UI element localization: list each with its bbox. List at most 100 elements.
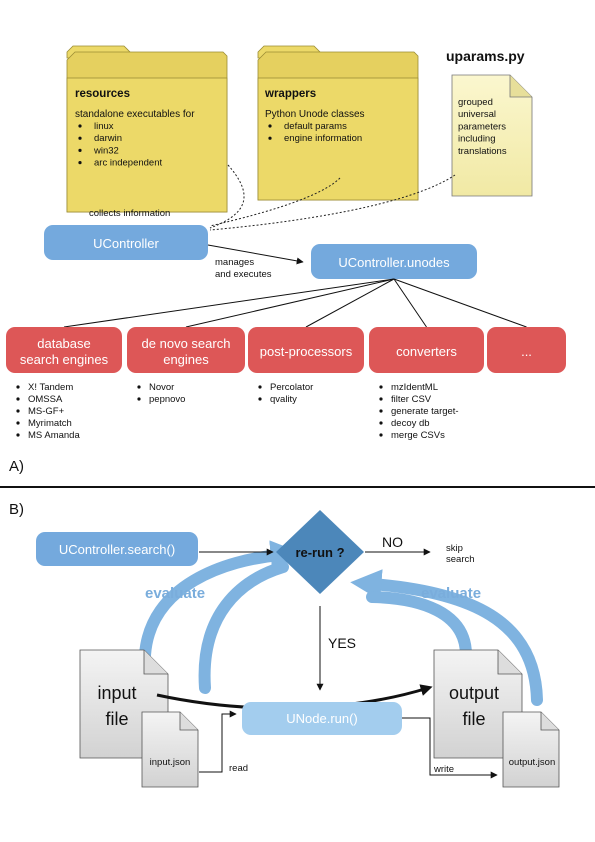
- category-title: de novo search: [142, 336, 231, 351]
- fan-line: [63, 278, 395, 328]
- wrappers-bullet-bullet: [268, 124, 272, 128]
- category-item: OMSSA: [28, 394, 63, 405]
- input-json-icon: [141, 711, 199, 788]
- uparams-title: uparams.py: [446, 48, 525, 64]
- output-file-document: output file: [433, 649, 523, 759]
- category-item: decoy db: [391, 418, 430, 429]
- input-json-label: input.json: [150, 757, 191, 768]
- resources-connector: [209, 164, 245, 229]
- category-item: Myrimatch: [28, 418, 72, 429]
- uparams-line: universal: [458, 109, 496, 120]
- resources-title: resources: [75, 88, 130, 100]
- wrappers-bullet-item: default params: [284, 121, 347, 132]
- category-box: [487, 327, 566, 373]
- category-box: [6, 327, 122, 373]
- category-item: merge CSVs: [391, 430, 445, 441]
- uparams-connector: [209, 174, 456, 231]
- category-box: [369, 327, 484, 373]
- evaluate-left-label: evaluate: [145, 585, 205, 602]
- resources-subtitle: standalone executables for: [75, 109, 195, 120]
- category-title: ...: [521, 344, 532, 359]
- search-label: UController.search(): [59, 542, 175, 557]
- output-file-label-line-2: file: [462, 709, 485, 729]
- wrappers-bullet-bullet: [268, 136, 272, 140]
- output-json-icon: [502, 711, 560, 788]
- ucontroller-label: UController: [93, 236, 159, 251]
- uparams-line: translations: [458, 146, 507, 157]
- input-file-label-line-2: file: [105, 709, 128, 729]
- resources-folder: resources standalone executables for lin…: [66, 45, 228, 213]
- category-title: post-processors: [260, 344, 353, 359]
- category-item-bullet: [16, 433, 20, 437]
- category-item-bullet: [16, 385, 20, 389]
- wrappers-bullet-item: engine information: [284, 133, 362, 144]
- fan-line: [393, 278, 427, 328]
- category-box: [127, 327, 245, 373]
- resources-bullet-bullet: [78, 124, 82, 128]
- category-item-bullet: [16, 409, 20, 413]
- resources-bullet-bullet: [78, 148, 82, 152]
- category-item-bullet: [16, 421, 20, 425]
- category-title: database: [37, 336, 91, 351]
- category-item: Novor: [149, 382, 174, 393]
- manages-label-line-2: and executes: [215, 269, 272, 280]
- ucontroller-box: [44, 225, 208, 260]
- no-label: NO: [382, 534, 403, 550]
- read-label: read: [229, 763, 248, 774]
- yes-label: YES: [328, 635, 356, 651]
- evaluate-right-label: evaluate: [421, 585, 481, 602]
- resources-bullet-item: win32: [93, 145, 119, 156]
- category-title: search engines: [20, 352, 109, 367]
- rerun-decision-diamond: [276, 510, 364, 594]
- category-item: generate target-: [391, 406, 459, 417]
- category-4: ...: [487, 327, 566, 373]
- category-item-bullet: [258, 385, 262, 389]
- unode-run-box: [242, 702, 402, 735]
- category-item: pepnovo: [149, 394, 185, 405]
- evaluate-arc-right-inner: [366, 591, 472, 661]
- fan-line: [305, 278, 395, 328]
- category-item: mzIdentML: [391, 382, 438, 393]
- category-item-bullet: [137, 385, 141, 389]
- category-item-bullet: [379, 397, 383, 401]
- category-title: converters: [396, 344, 457, 359]
- output-json-label: output.json: [509, 757, 555, 768]
- evaluate-arc-left-inner: [198, 561, 289, 694]
- evaluate-arc-right-outer: [350, 569, 543, 706]
- output-json-document: output.json: [502, 711, 560, 788]
- rerun-label: re-run ?: [295, 545, 344, 560]
- skip-label-line-2: search: [446, 554, 475, 565]
- category-item: MS Amanda: [28, 430, 80, 441]
- skip-label-line-1: skip: [446, 543, 463, 554]
- category-item-bullet: [137, 397, 141, 401]
- resources-bullet-item: arc independent: [94, 158, 162, 169]
- category-item: qvality: [270, 394, 297, 405]
- wrappers-connector: [209, 177, 341, 227]
- resources-bullet-bullet: [78, 161, 82, 165]
- manages-arrow: [207, 244, 304, 265]
- category-item: filter CSV: [391, 394, 432, 405]
- uparams-line: parameters: [458, 121, 506, 132]
- write-label: write: [433, 764, 454, 775]
- category-item-bullet: [16, 397, 20, 401]
- category-box: [248, 327, 364, 373]
- category-item-bullet: [379, 421, 383, 425]
- category-item-bullet: [258, 397, 262, 401]
- input-json-document: input.json: [141, 711, 199, 788]
- resources-bullet-item: darwin: [94, 133, 122, 144]
- unodes-box: [311, 244, 477, 279]
- category-item: MS-GF+: [28, 406, 65, 417]
- panel-a-label: A): [9, 458, 24, 475]
- fan-line: [393, 278, 527, 328]
- resources-bullet-bullet: [78, 136, 82, 140]
- uparams-document-icon: [451, 74, 533, 197]
- category-item-bullet: [379, 385, 383, 389]
- uparams-line: grouped: [458, 97, 493, 108]
- output-file-label-line-1: output: [449, 683, 499, 703]
- evaluate-arc-left-outer: [139, 540, 302, 661]
